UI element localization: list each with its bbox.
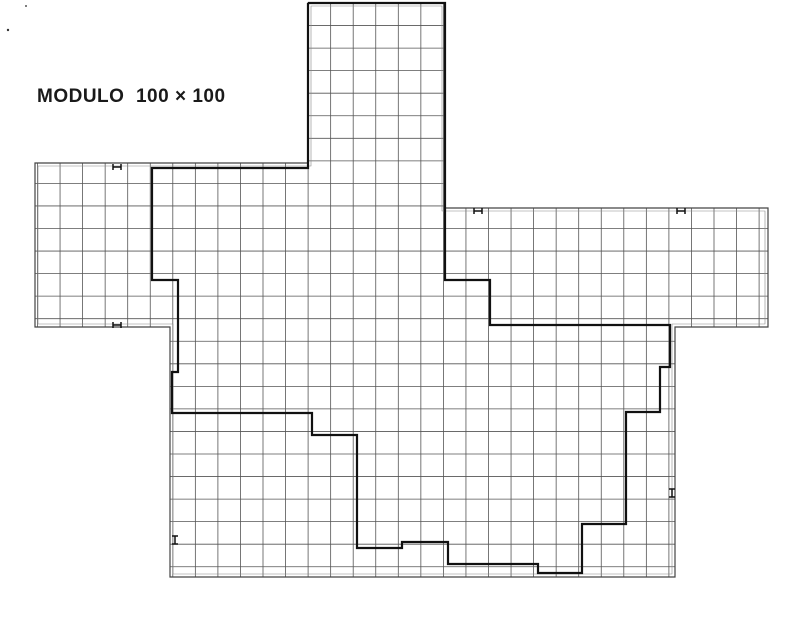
h-marker-icon: [669, 488, 675, 498]
h-marker-icon: [172, 535, 178, 545]
diagram-title: MODULO 100 × 100: [37, 86, 226, 107]
h-markers: [112, 164, 686, 545]
building-perimeter: [150, 1, 672, 575]
site-outline-inner: [37, 5, 766, 575]
h-marker-icon: [676, 208, 686, 214]
scan-dot: [6, 28, 10, 32]
h-marker-icon: [112, 164, 122, 170]
h-marker-icon: [473, 208, 483, 214]
h-marker-icon: [112, 322, 122, 328]
scan-dot: [25, 5, 27, 7]
site-outline: [34, 2, 769, 578]
